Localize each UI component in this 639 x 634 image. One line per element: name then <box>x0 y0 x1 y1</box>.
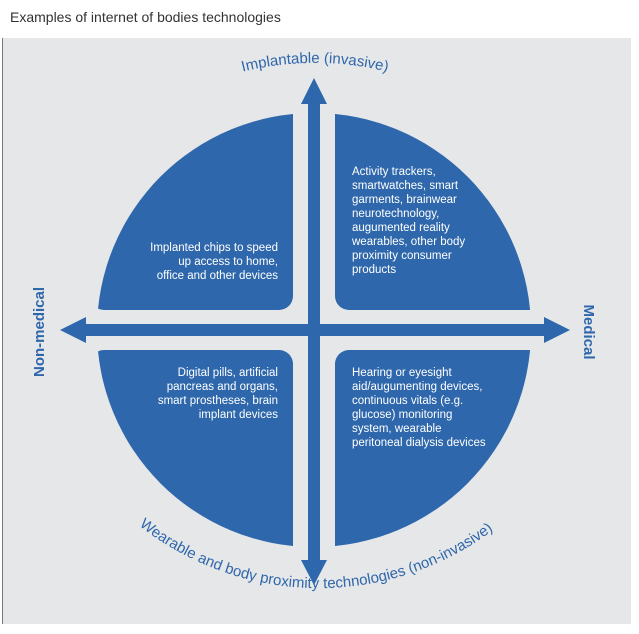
quadrant-bottom-left <box>97 350 293 547</box>
quadrant-text-bottom-left: Digital pills, artificial pancreas and o… <box>157 367 278 421</box>
axis-label-top: Implantable (invasive) <box>240 50 391 76</box>
axis-label-left: Non-medical <box>31 287 48 377</box>
quadrant-bottom-right <box>335 350 531 547</box>
quadrant-text-top-right: Activity trackers, smartwatches, smart g… <box>352 166 466 276</box>
horizontal-axis-arrow <box>60 317 570 343</box>
figure-title: Examples of internet of bodies technolog… <box>10 9 281 25</box>
axis-label-right: Medical <box>580 304 597 359</box>
quadrant-top-right <box>335 113 531 310</box>
quadrant-text-bottom-right: Hearing or eyesight aid/augumenting devi… <box>352 367 486 449</box>
quadrant-text-top-left: Implanted chips to speed up access to ho… <box>150 242 278 282</box>
quadrant-top-left <box>97 113 293 310</box>
